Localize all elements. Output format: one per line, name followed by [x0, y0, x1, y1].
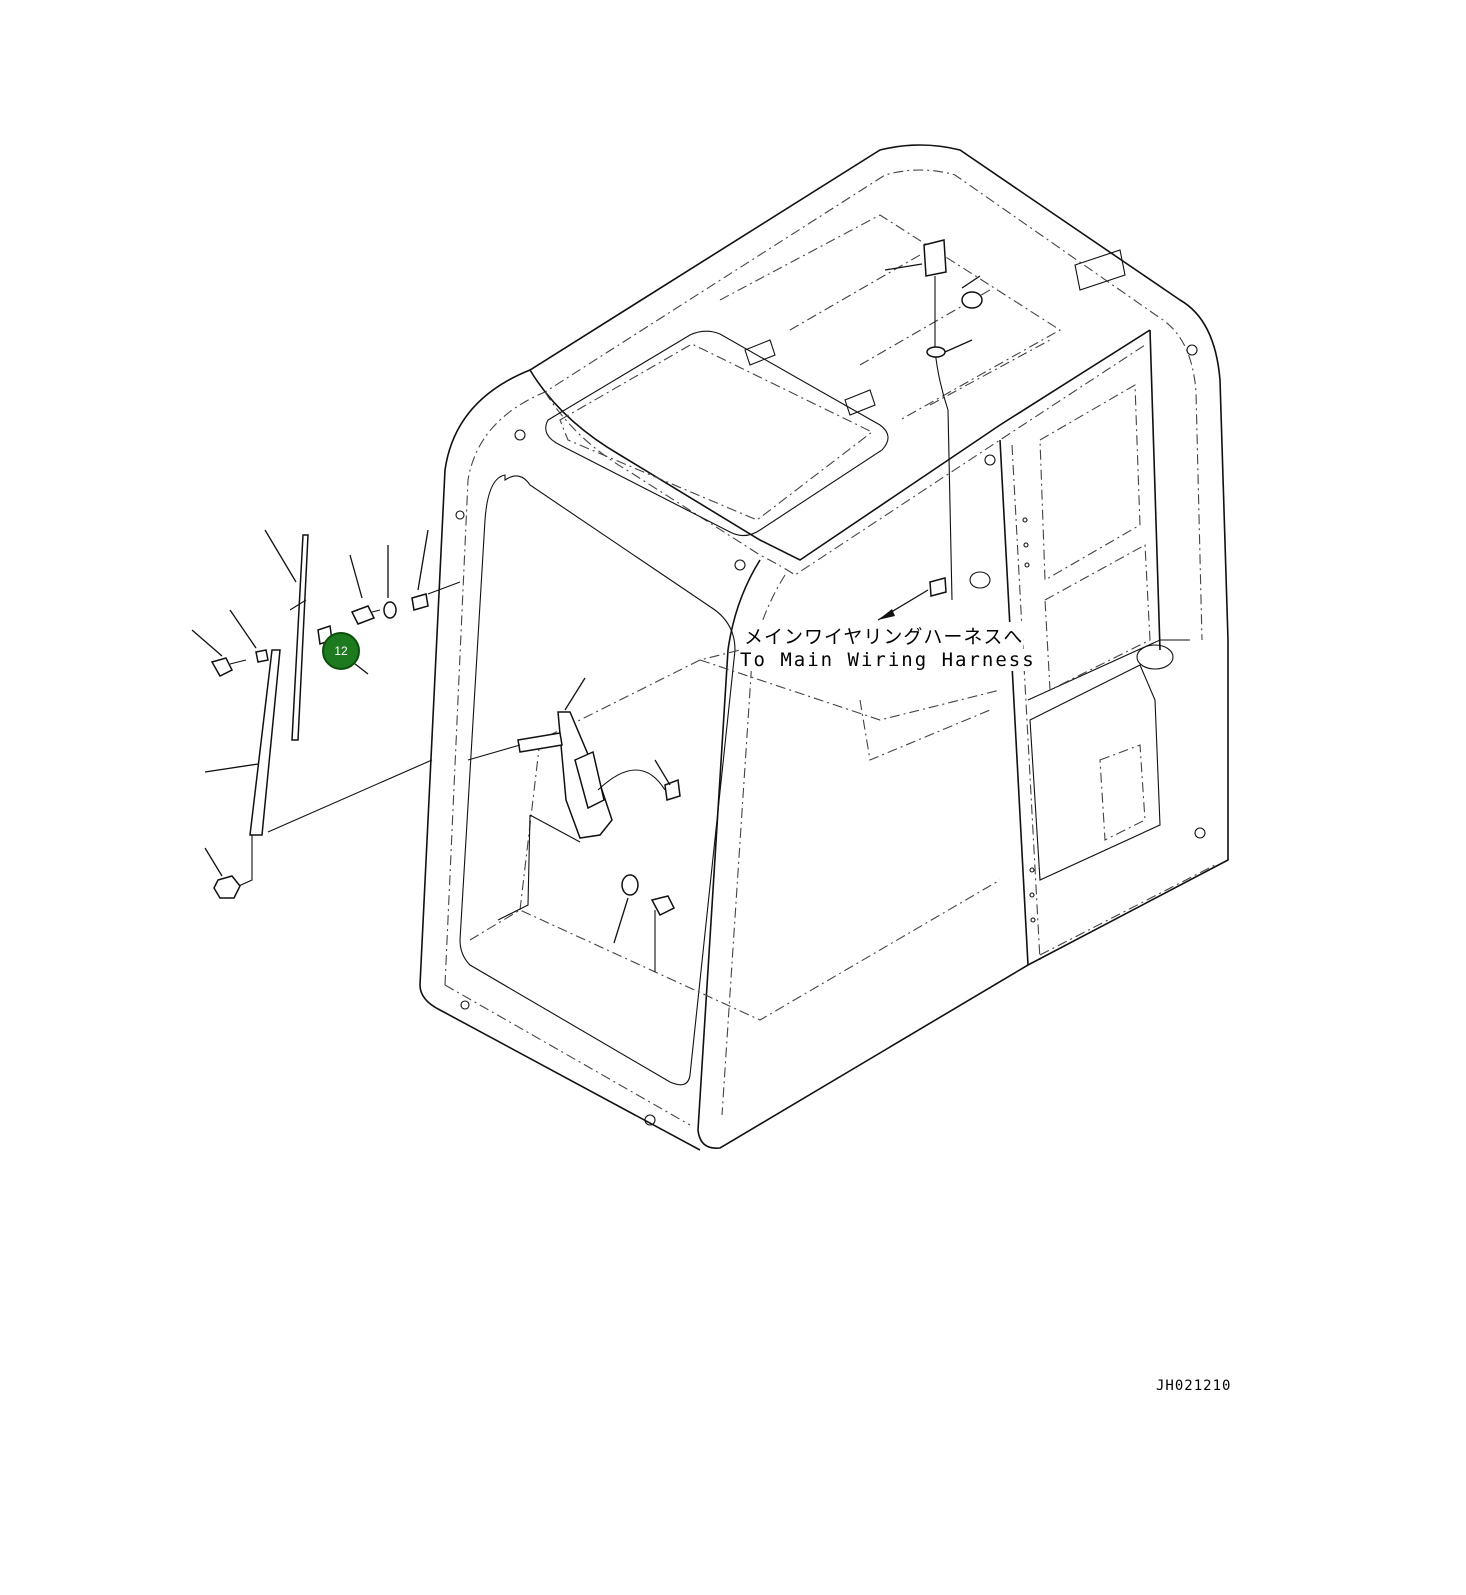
wiper-motor-assembly [497, 677, 681, 972]
part-callout-badge[interactable]: 12 [322, 632, 360, 670]
cab-frame [419, 144, 1229, 1151]
drawing-code: JH021210 [1156, 1378, 1232, 1394]
harness-note-japanese: メインワイヤリングハーネスへ [744, 622, 1024, 649]
harness-note-english: To Main Wiring Harness [740, 649, 1036, 671]
roof-lamp-assembly [877, 239, 983, 621]
wiper-arm-assembly [191, 529, 521, 899]
